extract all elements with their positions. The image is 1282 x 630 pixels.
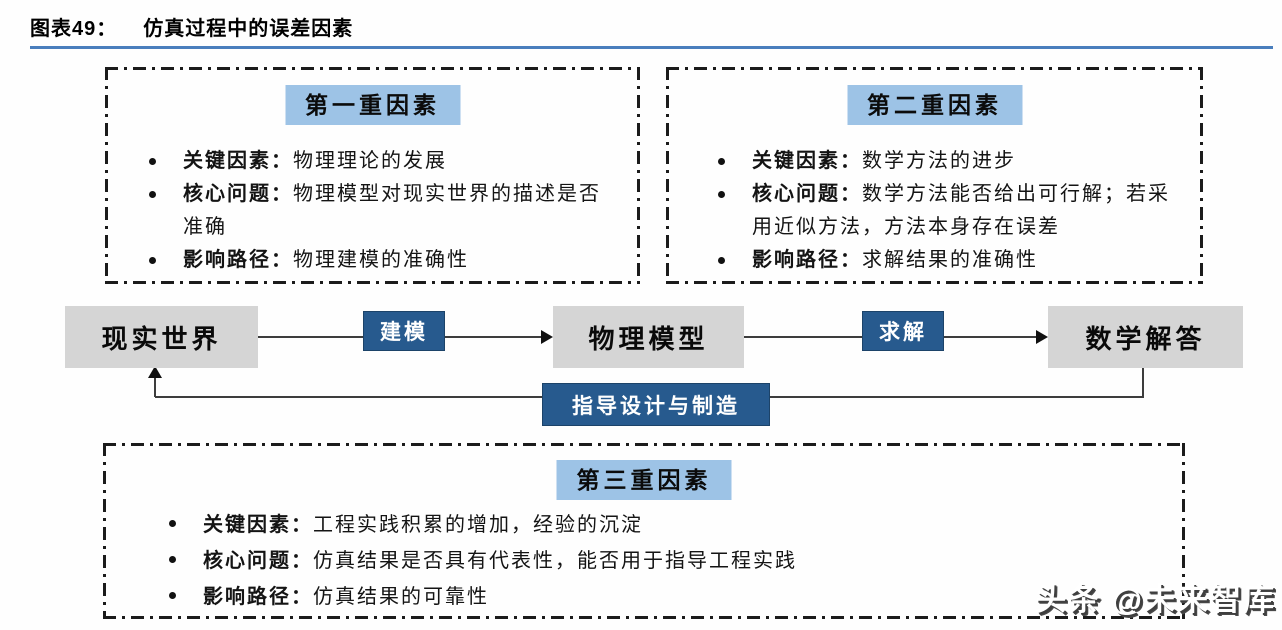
bullet-item: 影响路径：求解结果的准确性: [712, 244, 1182, 277]
bullet-item: 影响路径：仿真结果的可靠性: [163, 579, 1153, 615]
bullet-item: 影响路径：物理建模的准确性: [143, 244, 601, 277]
bullet-label: 影响路径：: [752, 249, 862, 271]
factor-header-second: 第二重因素: [847, 85, 1022, 125]
bullet-label: 核心问题：: [183, 183, 293, 205]
bullet-label: 影响路径：: [183, 249, 293, 271]
arrow-head-right-icon: [541, 330, 553, 344]
factor-header-third: 第三重因素: [556, 460, 732, 500]
arrow-head-up-icon: [148, 366, 162, 378]
bullet-text: 仿真结果的可靠性: [313, 586, 489, 608]
edge-label-solving: 求解: [862, 311, 944, 351]
factor-bullets-second: 关键因素：数学方法的进步 核心问题：数学方法能否给出可行解；若采用近似方法，方法…: [712, 145, 1182, 277]
bullet-text: 仿真结果是否具有代表性，能否用于指导工程实践: [313, 550, 797, 572]
bullet-item: 核心问题：物理模型对现实世界的描述是否准确: [143, 178, 601, 244]
bullet-text: 数学方法能否给出可行解；若采用近似方法，方法本身存在误差: [752, 183, 1170, 238]
bullet-text: 求解结果的准确性: [862, 249, 1038, 271]
bullet-text: 物理理论的发展: [293, 150, 447, 172]
bullet-label: 核心问题：: [203, 550, 313, 572]
bullet-item: 核心问题：仿真结果是否具有代表性，能否用于指导工程实践: [163, 543, 1153, 579]
bullet-label: 核心问题：: [752, 183, 862, 205]
bullet-item: 核心问题：数学方法能否给出可行解；若采用近似方法，方法本身存在误差: [712, 178, 1182, 244]
bullet-text: 数学方法的进步: [862, 150, 1016, 172]
edge-label-modeling: 建模: [363, 311, 445, 351]
figure-label: 图表49：: [30, 18, 118, 40]
feedback-label-box: 指导设计与制造: [542, 383, 770, 426]
bullet-label: 影响路径：: [203, 586, 313, 608]
factor-box-second: 第二重因素 关键因素：数学方法的进步 核心问题：数学方法能否给出可行解；若采用近…: [666, 67, 1203, 284]
feedback-line-down: [1142, 368, 1144, 397]
bullet-label: 关键因素：: [752, 150, 862, 172]
flow-node-physical-model: 物理模型: [553, 306, 744, 368]
bullet-text: 物理建模的准确性: [293, 249, 469, 271]
bullet-label: 关键因素：: [183, 150, 293, 172]
bullet-text: 工程实践积累的增加，经验的沉淀: [313, 514, 643, 536]
arrow-head-right-icon: [1036, 330, 1048, 344]
figure-title-text: 仿真过程中的误差因素: [143, 18, 354, 40]
bullet-label: 关键因素：: [203, 514, 313, 536]
factor-header-first: 第一重因素: [285, 85, 460, 125]
flow-node-real-world: 现实世界: [65, 306, 258, 368]
factor-box-third: 第三重因素 关键因素：工程实践积累的增加，经验的沉淀 核心问题：仿真结果是否具有…: [103, 443, 1185, 619]
figure-title: 图表49： 仿真过程中的误差因素: [30, 12, 353, 41]
flow-node-math-solution: 数学解答: [1048, 306, 1243, 368]
feedback-line-up: [154, 377, 156, 397]
factor-bullets-third: 关键因素：工程实践积累的增加，经验的沉淀 核心问题：仿真结果是否具有代表性，能否…: [163, 507, 1153, 615]
title-underline: [30, 46, 1273, 49]
bullet-item: 关键因素：工程实践积累的增加，经验的沉淀: [163, 507, 1153, 543]
factor-box-first: 第一重因素 关键因素：物理理论的发展 核心问题：物理模型对现实世界的描述是否准确…: [105, 67, 640, 284]
watermark: 头条 @未来智库: [1035, 582, 1276, 617]
factor-bullets-first: 关键因素：物理理论的发展 核心问题：物理模型对现实世界的描述是否准确 影响路径：…: [143, 145, 601, 277]
bullet-item: 关键因素：数学方法的进步: [712, 145, 1182, 178]
bullet-text: 物理模型对现实世界的描述是否准确: [183, 183, 601, 238]
bullet-item: 关键因素：物理理论的发展: [143, 145, 601, 178]
